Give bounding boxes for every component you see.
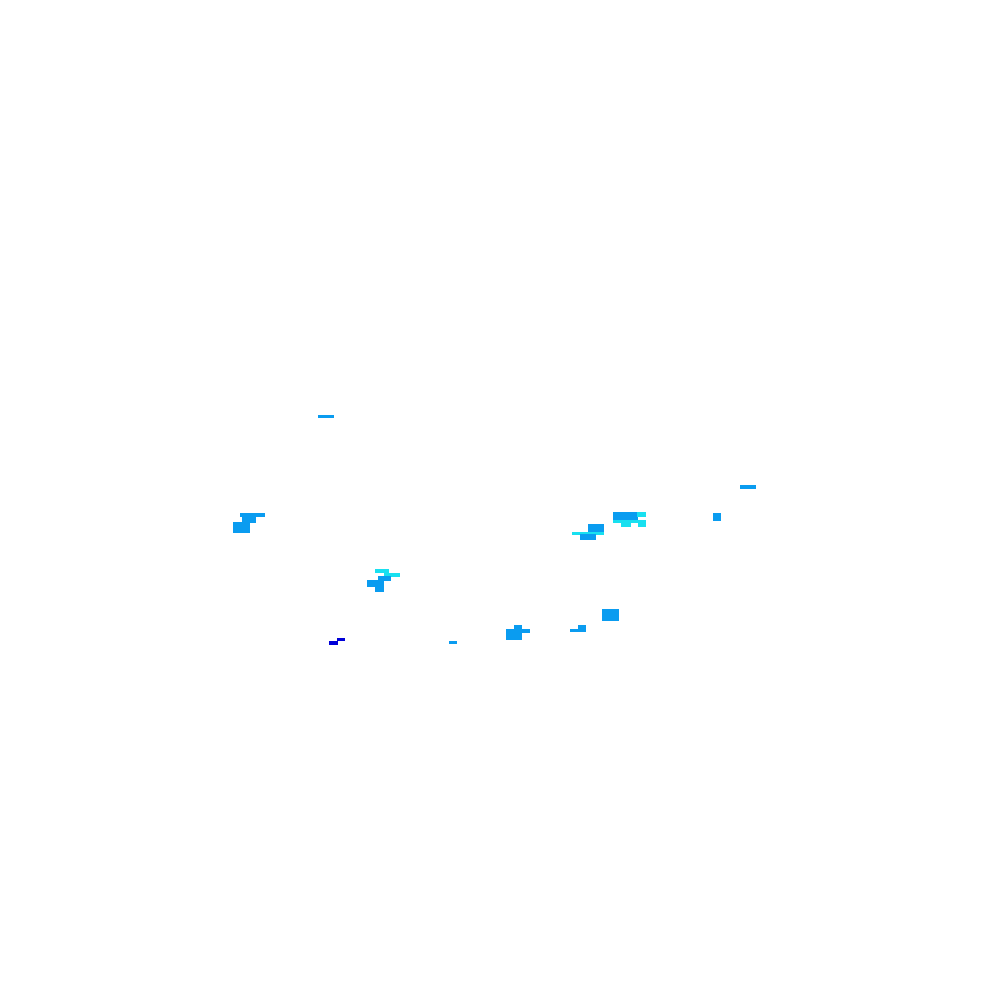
color-patch (713, 513, 721, 521)
color-patch (449, 641, 457, 644)
color-patch (375, 586, 384, 592)
color-patch (613, 512, 638, 521)
color-patch (578, 625, 586, 631)
color-patch (384, 573, 400, 577)
color-patch (329, 641, 338, 645)
color-patch (621, 523, 631, 527)
color-patch-group (233, 415, 756, 645)
color-patch (367, 580, 384, 587)
color-patch (242, 517, 256, 523)
color-patch (233, 522, 250, 533)
color-patch (602, 609, 619, 621)
color-patch (240, 513, 265, 517)
color-patch (572, 532, 604, 535)
color-patch (588, 524, 604, 532)
color-patch (613, 520, 646, 523)
color-patch (570, 629, 586, 632)
color-patch (580, 534, 596, 540)
color-patch (506, 632, 522, 640)
color-patch (337, 638, 345, 641)
color-patch (638, 523, 646, 527)
color-patch (506, 629, 530, 633)
color-patch (375, 569, 389, 573)
color-patch (514, 625, 522, 630)
color-patch (740, 485, 756, 489)
color-patch (318, 415, 334, 418)
color-patch (637, 512, 646, 517)
color-patch (378, 576, 391, 581)
